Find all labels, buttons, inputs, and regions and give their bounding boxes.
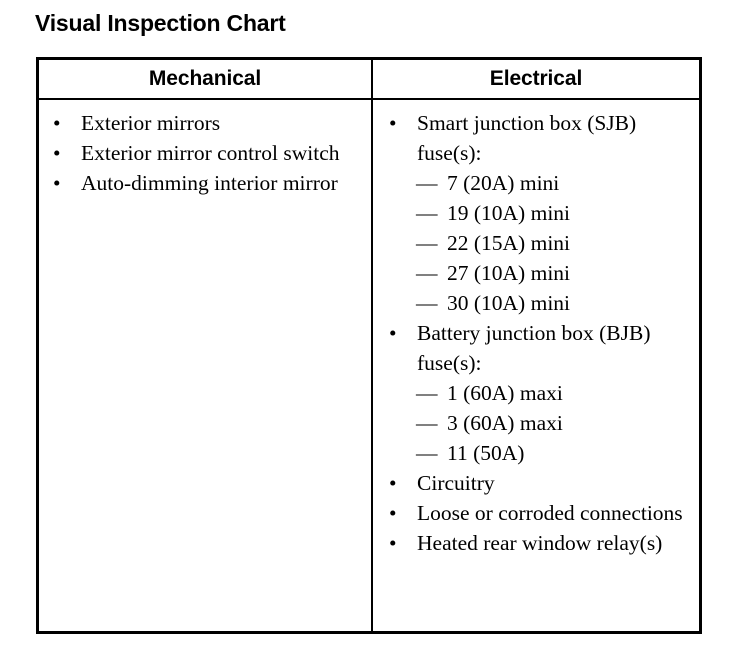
em-dash-marker-icon: — <box>416 201 438 225</box>
mechanical-item-label: Auto-dimming interior mirror <box>81 171 338 195</box>
cell-electrical: • Smart junction box (SJB) fuse(s): — 7 (20… <box>373 100 699 631</box>
bullet-marker-icon: • <box>389 471 397 495</box>
em-dash-marker-icon: — <box>416 231 438 255</box>
electrical-item-label: Circuitry <box>417 471 495 495</box>
electrical-subitem-label: 7 (20A) mini <box>447 171 560 195</box>
cell-mechanical: • Exterior mirrors • Exterior mirror contro… <box>39 100 371 631</box>
em-dash-marker-icon: — <box>416 441 438 465</box>
column-header-mechanical: Mechanical <box>148 67 262 90</box>
electrical-item-label: Loose or corroded connections <box>417 501 683 525</box>
em-dash-marker-icon: — <box>416 411 438 435</box>
electrical-subitem-label: 1 (60A) maxi <box>447 381 563 405</box>
electrical-subitem: — 22 (15A) mini <box>387 228 693 258</box>
mechanical-item-label: Exterior mirrors <box>81 111 221 135</box>
bullet-marker-icon: • <box>389 111 397 135</box>
column-divider <box>371 60 373 631</box>
electrical-item-list: • Smart junction box (SJB) fuse(s): — 7 (20… <box>373 100 699 558</box>
electrical-item: • Circuitry <box>387 468 693 498</box>
electrical-subitem-label: 19 (10A) mini <box>447 201 571 225</box>
bullet-marker-icon: • <box>389 501 397 525</box>
em-dash-marker-icon: — <box>416 261 438 285</box>
electrical-subitem: — 3 (60A) maxi <box>387 408 693 438</box>
electrical-item-label: Smart junction box (SJB) fuse(s): <box>417 111 637 165</box>
table-header-row: Mechanical Electrical <box>39 60 699 100</box>
electrical-subitem-label: 27 (10A) mini <box>447 261 571 285</box>
mechanical-item: • Auto-dimming interior mirror <box>51 168 365 198</box>
em-dash-marker-icon: — <box>416 291 438 315</box>
electrical-item-label: Heated rear window relay(s) <box>417 531 663 555</box>
mechanical-item: • Exterior mirror control switch <box>51 138 365 168</box>
bullet-marker-icon: • <box>389 321 397 345</box>
electrical-item-label: Battery junction box (BJB) fuse(s): <box>417 321 651 375</box>
electrical-subitem-label: 30 (10A) mini <box>447 291 571 315</box>
table-inner: Mechanical Electrical •Exterior mirrors•… <box>39 60 699 631</box>
visual-inspection-chart-table: Mechanical Electrical •Exterior mirrors•… <box>36 57 702 634</box>
bullet-marker-icon: • <box>53 141 61 165</box>
electrical-subitem: — 27 (10A) mini <box>387 258 693 288</box>
electrical-item: • Loose or corroded connections <box>387 498 693 528</box>
page-title: Visual Inspection Chart <box>35 10 286 36</box>
electrical-subitem: — 19 (10A) mini <box>387 198 693 228</box>
electrical-item: • Battery junction box (BJB) fuse(s): <box>387 318 693 378</box>
electrical-subitem-label: 3 (60A) maxi <box>447 411 563 435</box>
electrical-subitem: — 7 (20A) mini <box>387 168 693 198</box>
bullet-marker-icon: • <box>389 531 397 555</box>
electrical-subitem: — 30 (10A) mini <box>387 288 693 318</box>
electrical-subitem: — 1 (60A) maxi <box>387 378 693 408</box>
electrical-item: • Smart junction box (SJB) fuse(s): <box>387 108 693 168</box>
mechanical-item-label: Exterior mirror control switch <box>81 141 340 165</box>
electrical-item: • Heated rear window relay(s) <box>387 528 693 558</box>
em-dash-marker-icon: — <box>416 381 438 405</box>
mechanical-item: • Exterior mirrors <box>51 108 365 138</box>
bullet-marker-icon: • <box>53 111 61 135</box>
column-header-electrical: Electrical <box>489 67 583 90</box>
bullet-marker-icon: • <box>53 171 61 195</box>
mechanical-item-list: • Exterior mirrors • Exterior mirror contro… <box>39 100 371 198</box>
em-dash-marker-icon: — <box>416 171 438 195</box>
electrical-subitem: — 11 (50A) <box>387 438 693 468</box>
electrical-subitem-label: 11 (50A) <box>447 441 525 465</box>
electrical-subitem-label: 22 (15A) mini <box>447 231 571 255</box>
